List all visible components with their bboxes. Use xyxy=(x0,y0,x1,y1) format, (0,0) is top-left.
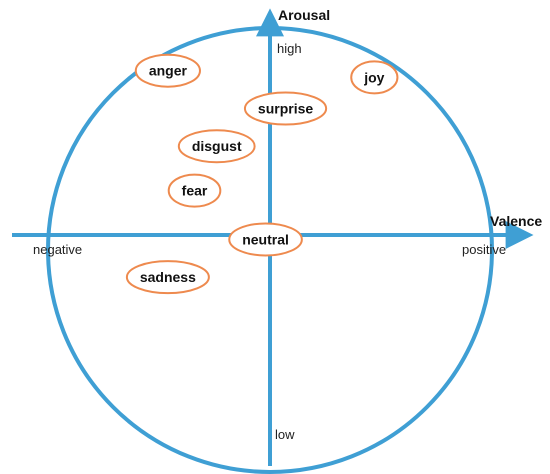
emotion-ellipse-surprise xyxy=(243,91,328,126)
emotion-layer: anger joy surprise disgust fear neutral sadnes… xyxy=(125,53,399,295)
valence-negative-label: negative xyxy=(33,242,82,257)
arousal-axis-title: Arousal xyxy=(278,7,330,23)
emotion-disgust: disgust xyxy=(177,129,256,164)
emotion-label-anger: anger xyxy=(149,63,188,79)
emotion-anger: anger xyxy=(134,53,201,88)
emotion-ellipse-joy xyxy=(350,60,399,95)
emotion-fear: fear xyxy=(167,173,222,208)
emotion-sadness: sadness xyxy=(125,260,210,295)
emotion-ellipse-sadness xyxy=(125,260,210,295)
emotion-surprise: surprise xyxy=(243,91,328,126)
emotion-joy: joy xyxy=(350,60,399,95)
valence-positive-label: positive xyxy=(462,242,506,257)
emotion-label-joy: joy xyxy=(363,69,384,85)
arousal-high-label: high xyxy=(277,41,302,56)
emotion-label-disgust: disgust xyxy=(192,138,242,154)
emotion-ellipse-disgust xyxy=(177,129,256,164)
arousal-low-label: low xyxy=(275,427,295,442)
emotion-ellipse-neutral xyxy=(228,222,303,257)
emotion-ellipse-fear xyxy=(167,173,222,208)
emotion-ellipse-anger xyxy=(134,53,201,88)
emotion-label-fear: fear xyxy=(182,183,208,199)
emotion-label-neutral: neutral xyxy=(242,231,289,247)
emotion-neutral: neutral xyxy=(228,222,303,257)
emotion-label-surprise: surprise xyxy=(258,100,313,116)
valence-axis-title: Valence xyxy=(490,213,542,229)
emotion-label-sadness: sadness xyxy=(140,269,196,285)
